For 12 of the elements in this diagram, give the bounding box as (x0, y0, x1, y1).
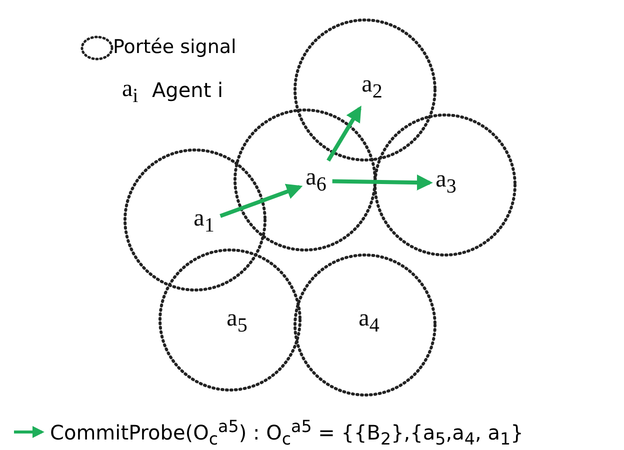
agent-label: a$_{2}$ (360, 72, 384, 104)
legend-text: CommitProbe(O$_{c}$$^{a5}$) : O$_{c}$$^{a5}$ = {{B$_{2}$},{a$_{5}$,a$_{4}$, a$_{1}$} (50, 417, 524, 449)
agent-label: a$_{6}$ (304, 164, 328, 198)
agent-label: a$_{4}$ (356, 306, 382, 338)
legend-text: Agent i (152, 78, 224, 102)
arrow (332, 174, 433, 191)
agent-label: a$_{5}$ (224, 306, 250, 338)
legend-text: Portée signal (113, 36, 236, 58)
agent-symbol: a$_{i}$ (122, 76, 138, 108)
arrow (326, 106, 362, 162)
agent-label: a$_{3}$ (434, 166, 458, 200)
agent-label: a$_{1}$ (192, 206, 216, 238)
